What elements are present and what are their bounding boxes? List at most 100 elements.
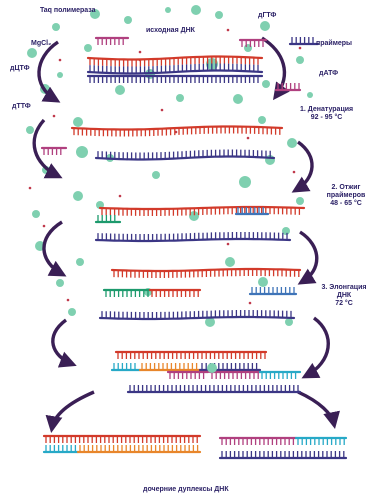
nucleotide-dot-icon xyxy=(239,176,251,188)
step-annealing: 2. Отжиг праймеров 48 - 65 °C xyxy=(318,184,374,208)
elong-new-top-seg-0 xyxy=(104,290,150,297)
dgtp-label: дГТФ xyxy=(258,12,276,20)
step-elongation-temp: 72 °C xyxy=(316,300,372,308)
nucleotide-dot-icon xyxy=(258,116,266,124)
taq-polymerase-icon xyxy=(207,363,217,373)
nucleotide-dots xyxy=(26,5,313,327)
step-annealing-name: 2. Отжиг праймеров xyxy=(318,184,374,200)
nucleotide-dot-icon xyxy=(176,94,184,102)
nucleotide-dot-icon xyxy=(307,92,313,98)
nucleotide-dot-icon xyxy=(233,94,243,104)
elong-strand-top xyxy=(112,269,300,278)
nucleotide-dot-icon xyxy=(68,308,76,316)
final-new-left-seg-1 xyxy=(140,363,200,370)
nucleotide-dot-icon xyxy=(73,191,83,201)
datp-label: дАТФ xyxy=(319,70,338,78)
primer-fragment-icon xyxy=(42,148,66,155)
step-denaturation: 1. Денатурация 92 - 95 °C xyxy=(300,106,353,122)
mgcl2-dot-icon xyxy=(293,171,296,174)
source-strand-top xyxy=(88,57,262,67)
mgcl2-dot-icon xyxy=(29,187,32,190)
nucleotide-dot-icon xyxy=(76,258,84,266)
daughter-right-top-seg-1 xyxy=(296,438,346,445)
daughter-left-bottom-seg-1 xyxy=(78,445,200,452)
dttp-label: дТТФ xyxy=(12,103,31,111)
nucleotide-dot-icon xyxy=(32,210,40,218)
daughter-right-bottom xyxy=(220,451,346,458)
curved-arrow-icon xyxy=(53,320,72,364)
mgcl2-dot-icon xyxy=(227,243,230,246)
primer-fragment-icon xyxy=(276,83,300,90)
curved-arrow-icon xyxy=(44,222,62,274)
nucleotide-dot-icon xyxy=(296,56,304,64)
mgcl2-dot-icon xyxy=(249,302,252,305)
nucleotide-dot-icon xyxy=(296,197,304,205)
final-new-right-seg-1 xyxy=(210,372,260,379)
mgcl2-dot-icon xyxy=(43,225,46,228)
curved-arrow-icon xyxy=(298,392,334,424)
nucleotide-dot-icon xyxy=(57,72,63,78)
nucleotide-dot-icon xyxy=(27,48,37,58)
annealing-strand-bottom xyxy=(96,232,290,241)
primers-label: праймеры xyxy=(316,40,352,48)
denatured-strand-bottom xyxy=(96,150,274,160)
nucleotide-dot-icon xyxy=(124,16,132,24)
nucleotide-dot-icon xyxy=(76,146,88,158)
step-annealing-temp: 48 - 65 °C xyxy=(318,200,374,208)
mgcl2-dot-icon xyxy=(67,299,70,302)
nucleotide-dot-icon xyxy=(287,138,297,148)
mgcl2-dot-icon xyxy=(227,29,230,32)
taq-polymerase-label: Taq полимераза xyxy=(40,7,96,15)
nucleotide-dot-icon xyxy=(26,126,34,134)
nucleotide-dot-icon xyxy=(73,117,83,127)
mgcl2-dot-icon xyxy=(139,51,142,54)
nucleotide-dot-icon xyxy=(258,277,268,287)
step-denaturation-name: 1. Денатурация xyxy=(300,106,353,114)
daughter-left-bottom-seg-0 xyxy=(44,445,78,452)
curved-arrow-icon xyxy=(296,142,312,190)
final-new-left-seg-0 xyxy=(112,363,140,370)
mgcl2-label: MgCl₂ xyxy=(31,40,51,48)
final-strand-top xyxy=(116,352,266,359)
nucleotide-dot-icon xyxy=(165,7,171,13)
nucleotide-dot-icon xyxy=(52,23,60,31)
final-strand-bottom xyxy=(128,385,300,392)
mgcl2-dot-icon xyxy=(299,47,302,50)
daughter-right-top-seg-0 xyxy=(220,438,296,445)
mgcl2-dot-icon xyxy=(161,109,164,112)
final-new-right-seg-2 xyxy=(260,372,300,379)
mgcl2-dot-icon xyxy=(119,195,122,198)
source-dna-label: исходная ДНК xyxy=(146,27,195,35)
nucleotide-dot-icon xyxy=(152,171,160,179)
nucleotide-dot-icon xyxy=(215,11,223,19)
nucleotide-dot-icon xyxy=(56,279,64,287)
nucleotide-dot-icon xyxy=(260,21,270,31)
nucleotide-dot-icon xyxy=(191,5,201,15)
primer-fragment-icon xyxy=(96,38,128,45)
daughter-duplexes-label: дочерние дуплексы ДНК xyxy=(143,486,229,494)
curved-arrow-icon xyxy=(52,392,94,428)
nucleotide-dot-icon xyxy=(285,318,293,326)
mgcl2-dot-icon xyxy=(53,115,56,118)
nucleotide-dot-icon xyxy=(84,44,92,52)
nucleotide-dot-icon xyxy=(115,85,125,95)
elong-new-top-seg-1 xyxy=(150,290,200,297)
step-elongation-name: 3. Элонгация ДНК xyxy=(316,284,372,300)
curved-arrow-icon xyxy=(300,232,317,282)
annealing-strand-top xyxy=(100,207,304,216)
mgcl2-dot-icon xyxy=(59,59,62,62)
annealed-primer-left-seg-0 xyxy=(96,215,120,222)
daughter-left-top xyxy=(44,436,200,443)
elong-primer-right-seg-0 xyxy=(250,287,296,294)
step-denaturation-temp: 92 - 95 °C xyxy=(300,114,353,122)
nucleotide-dot-icon xyxy=(262,80,270,88)
mgcl2-dot-icon xyxy=(247,137,250,140)
source-strand-bottom-2 xyxy=(88,76,262,83)
curved-arrow-icon xyxy=(306,318,328,376)
primer-fragment-icon xyxy=(290,37,318,44)
primer-fragment-icon xyxy=(240,40,266,47)
nucleotide-dot-icon xyxy=(225,257,235,267)
elong-strand-bottom xyxy=(100,310,294,319)
final-new-right-seg-0 xyxy=(168,372,208,379)
dctp-label: дЦТФ xyxy=(10,65,30,73)
